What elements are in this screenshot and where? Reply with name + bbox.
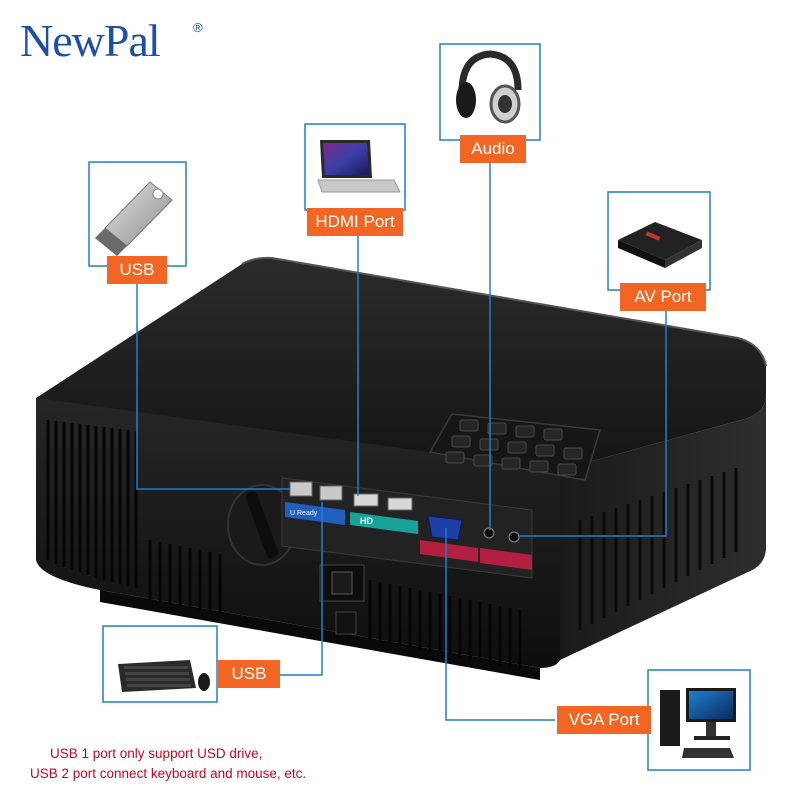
usb-ready-text: U Ready <box>290 510 318 517</box>
keyboard-mouse-icon <box>118 660 210 692</box>
vga-strip <box>420 540 478 562</box>
projector-base <box>100 590 540 680</box>
desktop-computer-icon <box>660 688 736 758</box>
vga-port-label: VGA Port <box>557 706 651 734</box>
usb-drive-icon <box>95 181 173 256</box>
projector-top <box>36 257 766 470</box>
line-av <box>518 310 667 537</box>
av-jack <box>508 531 520 543</box>
tv-box-icon <box>618 222 702 268</box>
side-vent <box>578 468 738 630</box>
usb-ready-strip <box>285 502 345 525</box>
hdmi-port-2 <box>387 497 413 511</box>
line-usb-bottom <box>280 502 323 676</box>
av-port-label: AV Port <box>620 283 706 311</box>
projector: HD U Ready <box>36 256 767 680</box>
projector-top-edge <box>241 256 767 367</box>
audio-label: Audio <box>460 135 526 163</box>
port-panel: HD U Ready <box>281 477 533 579</box>
usb-bottom-label: USB <box>218 660 280 688</box>
power-switch <box>335 611 357 635</box>
hdmi-strip <box>350 512 418 534</box>
audio-jack <box>483 527 495 539</box>
left-vent <box>46 420 138 588</box>
laptop-icon <box>317 140 401 193</box>
headphones-box <box>439 43 541 141</box>
control-keypad <box>428 413 601 481</box>
hdmi-port-label: HDMI Port <box>307 208 403 236</box>
power-socket <box>319 564 365 635</box>
registered-mark: ® <box>193 20 203 35</box>
headphones-icon <box>456 50 522 124</box>
brand-logo: NewPal <box>20 15 161 66</box>
audio-strip <box>480 548 532 570</box>
vga-port <box>427 515 463 541</box>
footnote-line-2: USB 2 port connect keyboard and mouse, e… <box>30 766 307 781</box>
hdmi-port-1 <box>353 493 379 507</box>
line-usb-top <box>136 282 290 490</box>
footnote-line-1: USB 1 port only support USD drive, <box>50 746 263 761</box>
usb-top-label: USB <box>107 256 167 284</box>
connector-lines <box>136 162 667 721</box>
usb-port-1 <box>289 481 313 497</box>
bottom-vent <box>148 540 522 670</box>
usb-port-2 <box>319 485 343 501</box>
line-vga <box>445 528 555 721</box>
hd-logo: HD <box>360 516 373 526</box>
